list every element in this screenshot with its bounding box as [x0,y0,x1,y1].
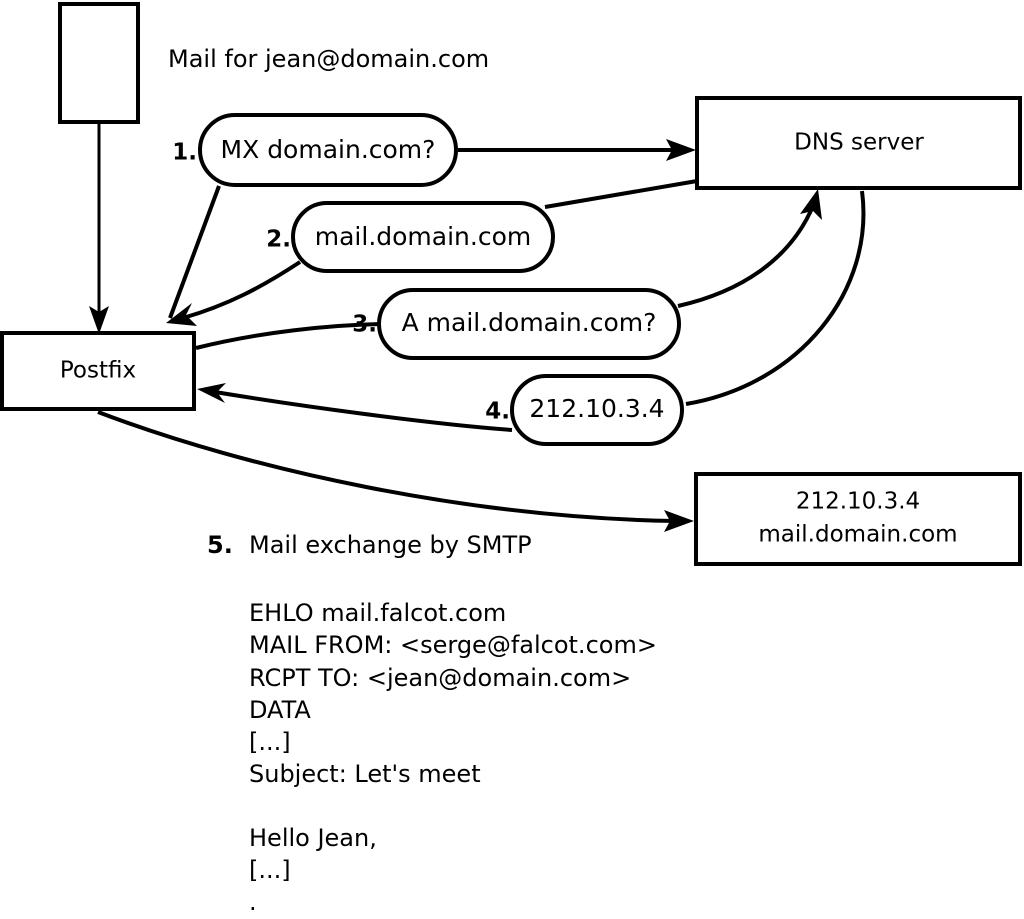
smtp-transcript: EHLO mail.falcot.com MAIL FROM: <serge@f… [249,599,657,916]
step-number-3: 3. [352,312,377,338]
step-number-1: 1. [172,140,197,166]
bubble-step-4-label: 212.10.3.4 [529,394,664,423]
edge-step2-left-leg [166,260,302,326]
edge-step1-left-leg [168,185,221,319]
edge-step3-right-leg [677,189,822,308]
node-target-ip-label: 212.10.3.4 [796,489,920,515]
step-number-5: 5. [207,531,233,559]
edge-step4-right-leg [685,190,866,406]
bubble-step-1[interactable] [198,113,458,187]
node-target-mail-server[interactable] [694,472,1022,566]
edge-step2-right-leg [544,179,698,209]
node-mail-user-agent[interactable] [58,2,140,124]
node-postfix[interactable] [0,331,196,411]
bubble-step-2-label: mail.domain.com [315,222,531,251]
smtp-line-4: [...] [249,728,291,756]
edge-mua-to-postfix [89,124,109,334]
smtp-line-7: Hello Jean, [249,824,377,852]
node-target-host-label: mail.domain.com [758,522,957,548]
edge-step1-right-leg [458,139,696,161]
bubble-step-3-label: A mail.domain.com? [402,308,657,337]
bubble-step-2[interactable] [291,201,555,273]
smtp-line-10: . [249,888,257,916]
bubble-step-4[interactable] [510,374,684,446]
step-number-2: 2. [266,227,291,253]
edge-step5-smtp [97,410,694,532]
smtp-line-1: MAIL FROM: <serge@falcot.com> [249,631,657,659]
smtp-line-3: DATA [249,696,311,724]
edge-step3-left-leg [195,322,382,350]
bubble-step-3[interactable] [377,288,681,360]
node-postfix-label: Postfix [60,358,136,384]
step-number-4: 4. [485,399,510,425]
smtp-line-0: EHLO mail.falcot.com [249,599,506,627]
step-5-label: Mail exchange by SMTP [249,531,532,559]
smtp-line-8: [...] [249,856,291,884]
edge-step4-left-leg [197,383,513,432]
node-dns-server[interactable] [695,96,1022,190]
smtp-line-5: Subject: Let's meet [249,760,481,788]
smtp-line-2: RCPT TO: <jean@domain.com> [249,664,631,692]
node-dns-server-label: DNS server [794,130,924,156]
caption-mail-for: Mail for jean@domain.com [168,45,489,73]
bubble-step-1-label: MX domain.com? [221,135,436,164]
